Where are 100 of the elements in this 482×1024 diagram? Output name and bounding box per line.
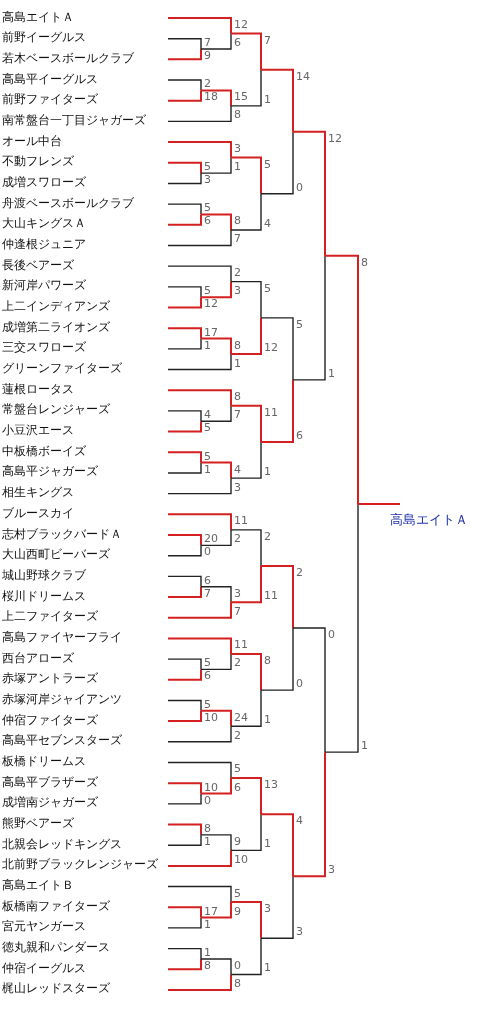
team-name: 北親会レッドキングス (2, 836, 122, 852)
team-name: 上二ファイターズ (2, 609, 98, 625)
team-name: 上二インディアンズ (2, 299, 110, 314)
team-name: ブルースカイ (2, 505, 74, 521)
score: 3 (234, 285, 241, 297)
score: 7 (204, 37, 211, 48)
team-name: 高島ファイヤーフライ (2, 629, 122, 645)
team-name: 赤塚アントラーズ (2, 671, 98, 687)
score: 18 (204, 91, 218, 103)
score: 5 (204, 450, 211, 462)
score: 24 (234, 711, 248, 723)
score: 8 (234, 109, 241, 121)
score: 1 (204, 463, 211, 475)
score: 11 (234, 639, 248, 651)
score: 3 (264, 903, 271, 915)
score: 17 (204, 905, 218, 917)
team-name: 北前野ブラックレンジャーズ (2, 857, 158, 873)
score: 0 (234, 959, 241, 971)
score: 7 (234, 605, 241, 617)
score: 7 (264, 34, 271, 46)
score: 2 (234, 267, 241, 279)
score: 17 (204, 326, 218, 338)
score: 1 (328, 367, 335, 379)
score: 5 (234, 763, 241, 775)
score: 15 (234, 91, 248, 103)
score: 6 (234, 781, 241, 793)
score: 8 (204, 822, 211, 834)
score: 11 (264, 406, 278, 418)
score: 8 (264, 654, 271, 666)
score: 1 (264, 962, 271, 974)
score: 5 (204, 161, 211, 173)
score: 2 (264, 530, 271, 542)
score: 6 (296, 429, 303, 441)
score: 8 (234, 977, 241, 989)
team-name: 新河岸パワーズ (2, 278, 86, 294)
team-name: 高島平セブンスターズ (2, 733, 122, 749)
score: 11 (264, 590, 278, 602)
score: 8 (234, 339, 241, 351)
score: 7 (204, 587, 211, 599)
score: 13 (264, 779, 278, 790)
team-name: 前野ファイターズ (2, 92, 98, 108)
team-name: 高島平ジャガーズ (2, 464, 98, 480)
score: 1 (264, 714, 271, 726)
score: 2 (204, 78, 211, 90)
score: 3 (234, 143, 241, 155)
team-name: 相生キングス (2, 485, 74, 501)
score: 5 (296, 318, 303, 330)
team-name: 大山西町ビーバーズ (2, 547, 110, 563)
team-name: 板橋南ファイターズ (2, 898, 110, 914)
score: 11 (234, 515, 248, 527)
score: 5 (204, 657, 211, 669)
score: 1 (264, 93, 271, 105)
score: 0 (296, 181, 303, 193)
score: 9 (234, 905, 241, 917)
team-name: 三交スワローズ (2, 340, 86, 356)
team-name: 成増スワローズ (2, 174, 86, 190)
score: 6 (204, 670, 211, 682)
score: 5 (264, 158, 271, 170)
score: 20 (204, 533, 218, 545)
team-name: 仲逢根ジュニア (2, 236, 86, 252)
team-name: 宮元ヤンガース (2, 919, 86, 935)
team-name: 成増第二ライオンズ (2, 319, 110, 335)
score: 1 (264, 838, 271, 850)
team-name: 西台アローズ (2, 650, 74, 666)
score: 5 (234, 887, 241, 899)
team-name: オール中台 (2, 133, 62, 149)
winner-name: 高島エイトＡ (390, 511, 468, 527)
score: 5 (204, 698, 211, 710)
team-name: 前野イーグルス (2, 30, 86, 46)
score: 10 (204, 781, 218, 793)
team-name: 桜川ドリームス (2, 588, 86, 604)
score: 2 (234, 533, 241, 545)
score: 1 (234, 161, 241, 173)
score: 6 (204, 574, 211, 586)
score: 12 (204, 298, 218, 310)
team-name: 舟渡ベースボールクラブ (2, 195, 134, 211)
score: 12 (234, 19, 248, 30)
score: 7 (234, 233, 241, 245)
score: 6 (204, 215, 211, 227)
score: 5 (204, 285, 211, 297)
score: 12 (328, 132, 342, 144)
score: 2 (234, 657, 241, 669)
team-name: 志村ブラックバードＡ (2, 526, 122, 542)
score: 3 (234, 587, 241, 599)
team-name: 仲宿ファイターズ (2, 712, 98, 728)
team-name: 城山野球クラブ (2, 567, 86, 583)
team-name: 仲宿イーグルス (2, 960, 86, 976)
score: 0 (204, 546, 211, 558)
team-name: 南常盤台一丁目ジャガーズ (2, 112, 146, 128)
score: 5 (204, 422, 211, 434)
team-name: 成増南ジャガーズ (2, 795, 98, 811)
team-name: 小豆沢エース (2, 423, 74, 439)
score: 10 (204, 711, 218, 723)
score: 1 (204, 835, 211, 847)
score: 0 (296, 678, 303, 690)
team-name: 高島平イーグルス (2, 71, 98, 87)
score: 1 (204, 339, 211, 351)
score: 7 (234, 409, 241, 421)
score: 14 (296, 70, 310, 82)
team-name: 熊野ベアーズ (2, 816, 74, 831)
